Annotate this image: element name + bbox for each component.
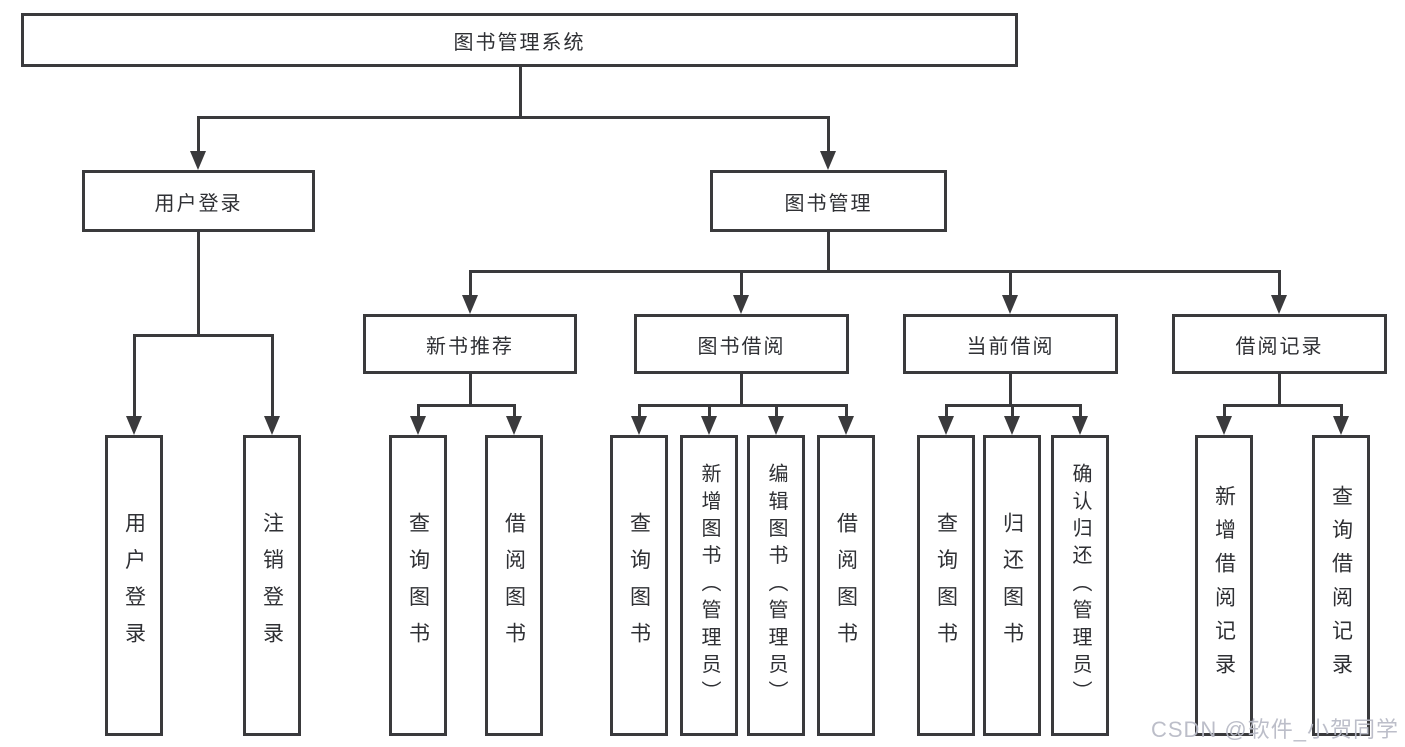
node-label: 编辑图书（管理员） bbox=[765, 463, 787, 708]
arrowhead-down-icon bbox=[126, 416, 142, 435]
connector-drop bbox=[708, 404, 711, 418]
connector-root-stem bbox=[519, 66, 522, 119]
connector-level2-rail bbox=[197, 116, 830, 119]
node-leaf-user-login: 用户登录 bbox=[105, 435, 163, 736]
arrowhead-down-icon bbox=[1004, 416, 1020, 435]
node-leaf-edit-book-admin: 编辑图书（管理员） bbox=[747, 435, 805, 736]
connector-drop bbox=[133, 334, 136, 418]
node-label: 查询借阅记录 bbox=[1329, 484, 1353, 687]
arrowhead-down-icon bbox=[410, 416, 426, 435]
node-borrowing-records: 借阅记录 bbox=[1172, 314, 1387, 374]
connector-new-book-rail bbox=[417, 404, 516, 407]
node-label: 新增图书（管理员） bbox=[698, 463, 720, 708]
connector-drop-user-login bbox=[197, 116, 200, 154]
connector-records-stem bbox=[1278, 373, 1281, 407]
arrowhead-down-icon bbox=[733, 295, 749, 314]
node-label: 图书管理 bbox=[784, 192, 873, 215]
node-label: 查询图书 bbox=[406, 512, 430, 659]
connector-user-login-rail bbox=[133, 334, 274, 337]
connector-drop bbox=[1223, 404, 1226, 418]
connector-drop bbox=[1011, 404, 1014, 418]
node-label: 注销登录 bbox=[260, 512, 284, 659]
arrowhead-down-icon bbox=[462, 295, 478, 314]
connector-drop-book-management bbox=[827, 116, 830, 154]
node-label: 查询图书 bbox=[934, 512, 958, 659]
arrowhead-down-icon bbox=[1271, 295, 1287, 314]
node-leaf-borrow-books-recommend: 借阅图书 bbox=[485, 435, 543, 736]
connector-drop bbox=[945, 404, 948, 418]
node-leaf-query-books-current: 查询图书 bbox=[917, 435, 975, 736]
connector-drop bbox=[845, 404, 848, 418]
node-label: 归还图书 bbox=[1000, 512, 1024, 659]
arrowhead-down-icon bbox=[1002, 295, 1018, 314]
node-label: 借阅图书 bbox=[834, 512, 858, 659]
connector-book-borrow-stem bbox=[740, 373, 743, 407]
arrowhead-down-icon bbox=[820, 151, 836, 170]
connector-level3-rail bbox=[469, 270, 1281, 273]
connector-current-borrow-stem bbox=[1009, 373, 1012, 407]
connector-drop bbox=[417, 404, 420, 418]
connector-user-login-stem bbox=[197, 231, 200, 336]
node-leaf-logout: 注销登录 bbox=[243, 435, 301, 736]
arrowhead-down-icon bbox=[264, 416, 280, 435]
arrowhead-down-icon bbox=[938, 416, 954, 435]
node-leaf-add-book-admin: 新增图书（管理员） bbox=[680, 435, 738, 736]
connector-drop bbox=[638, 404, 641, 418]
node-label: 确认归还（管理员） bbox=[1069, 463, 1091, 708]
node-leaf-borrow-books: 借阅图书 bbox=[817, 435, 875, 736]
node-label: 用户登录 bbox=[122, 512, 146, 659]
connector-drop bbox=[775, 404, 778, 418]
node-label: 图书管理系统 bbox=[453, 31, 586, 54]
connector-drop bbox=[1079, 404, 1082, 418]
connector-drop bbox=[469, 270, 472, 298]
node-label: 用户登录 bbox=[154, 192, 243, 215]
connector-book-management-stem bbox=[827, 231, 830, 273]
node-current-borrowing: 当前借阅 bbox=[903, 314, 1118, 374]
arrowhead-down-icon bbox=[1216, 416, 1232, 435]
arrowhead-down-icon bbox=[838, 416, 854, 435]
arrowhead-down-icon bbox=[1072, 416, 1088, 435]
arrowhead-down-icon bbox=[1333, 416, 1349, 435]
node-leaf-return-books: 归还图书 bbox=[983, 435, 1041, 736]
node-label: 借阅记录 bbox=[1235, 335, 1324, 358]
node-label: 查询图书 bbox=[627, 512, 651, 659]
node-leaf-confirm-return-admin: 确认归还（管理员） bbox=[1051, 435, 1109, 736]
node-book-borrowing: 图书借阅 bbox=[634, 314, 849, 374]
connector-records-rail bbox=[1223, 404, 1343, 407]
connector-drop bbox=[1340, 404, 1343, 418]
connector-book-borrow-rail bbox=[638, 404, 848, 407]
node-leaf-query-books-borrow: 查询图书 bbox=[610, 435, 668, 736]
connector-drop bbox=[513, 404, 516, 418]
node-library-system-root: 图书管理系统 bbox=[21, 13, 1018, 67]
arrowhead-down-icon bbox=[768, 416, 784, 435]
connector-drop bbox=[1278, 270, 1281, 298]
arrowhead-down-icon bbox=[506, 416, 522, 435]
node-book-management: 图书管理 bbox=[710, 170, 947, 232]
arrowhead-down-icon bbox=[631, 416, 647, 435]
arrowhead-down-icon bbox=[190, 151, 206, 170]
node-label: 新增借阅记录 bbox=[1212, 484, 1236, 687]
connector-drop bbox=[271, 334, 274, 418]
csdn-watermark: CSDN @软件_小贺同学 bbox=[1150, 717, 1399, 742]
node-label: 当前借阅 bbox=[966, 335, 1055, 358]
node-user-login: 用户登录 bbox=[82, 170, 315, 232]
connector-new-book-stem bbox=[469, 373, 472, 407]
node-label: 借阅图书 bbox=[502, 512, 526, 659]
node-new-book-recommend: 新书推荐 bbox=[363, 314, 577, 374]
arrowhead-down-icon bbox=[701, 416, 717, 435]
node-leaf-query-borrow-record: 查询借阅记录 bbox=[1312, 435, 1370, 736]
node-label: 图书借阅 bbox=[697, 335, 786, 358]
node-leaf-query-books-recommend: 查询图书 bbox=[389, 435, 447, 736]
connector-drop bbox=[1009, 270, 1012, 298]
node-leaf-add-borrow-record: 新增借阅记录 bbox=[1195, 435, 1253, 736]
connector-drop bbox=[740, 270, 743, 298]
node-label: 新书推荐 bbox=[426, 335, 514, 358]
